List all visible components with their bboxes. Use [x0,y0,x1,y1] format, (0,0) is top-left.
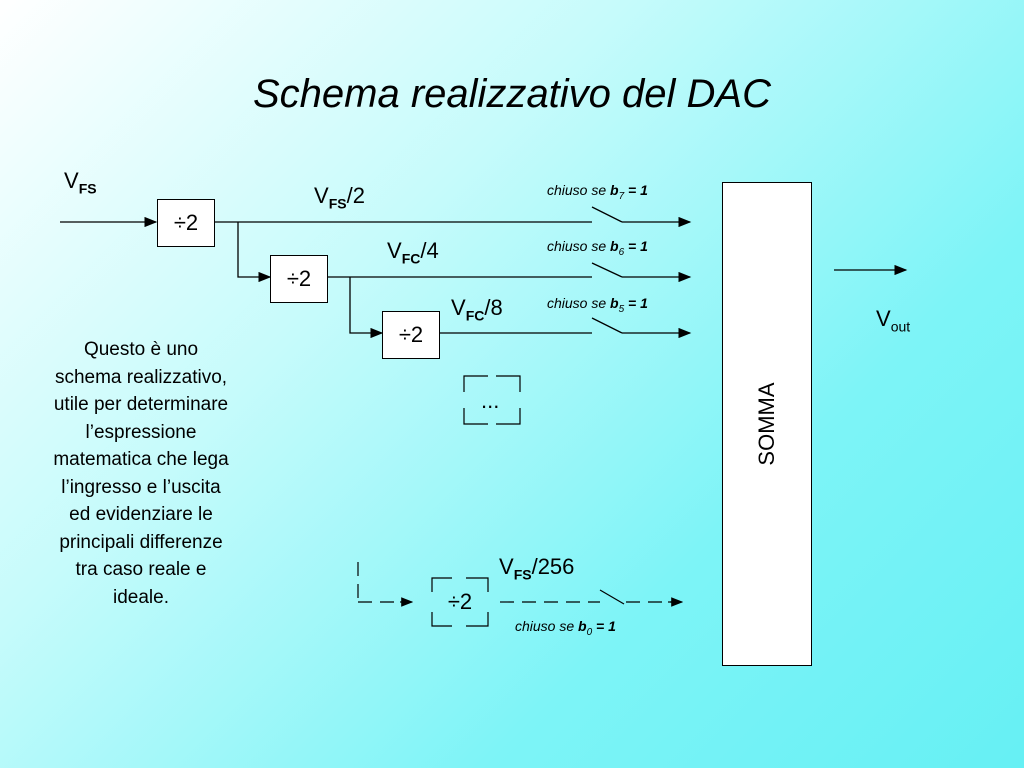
slide-title: Schema realizzativo del DAC [253,72,771,116]
stage-2-label: VFC/4 [387,238,439,267]
sum-block-label: SOMMA [754,382,779,466]
stage-3-label: VFC/8 [451,295,503,324]
stage-2-switch [591,262,623,278]
stage-1-label: VFS/2 [314,183,365,212]
stage-1-switch [591,206,623,223]
sum-block: SOMMA [722,182,812,666]
switch-condition-b0: chiuso se b0 = 1 [515,618,616,638]
divider-block-3: ÷2 [382,311,440,359]
last-stage-switch [599,589,625,605]
description-note: Questo è uno schema realizzativo, utile … [53,339,229,608]
switch-condition-b6: chiuso se b6 = 1 [547,238,648,258]
divider-block-2: ÷2 [270,255,328,303]
input-label-vfs: VFS [64,168,97,197]
output-label-vout: Vout [876,306,911,335]
switch-condition-b7: chiuso se b7 = 1 [547,182,648,202]
ellipsis: ... [481,388,500,413]
divider-block-last: ÷2 [447,589,473,614]
last-stage-wires [357,562,672,603]
switch-condition-b5: chiuso se b5 = 1 [547,295,648,315]
divider-block-1: ÷2 [157,199,215,247]
last-stage-label: VFS/256 [499,554,575,583]
ellipsis-bracket [463,375,521,425]
stage-3-switch [591,317,623,334]
